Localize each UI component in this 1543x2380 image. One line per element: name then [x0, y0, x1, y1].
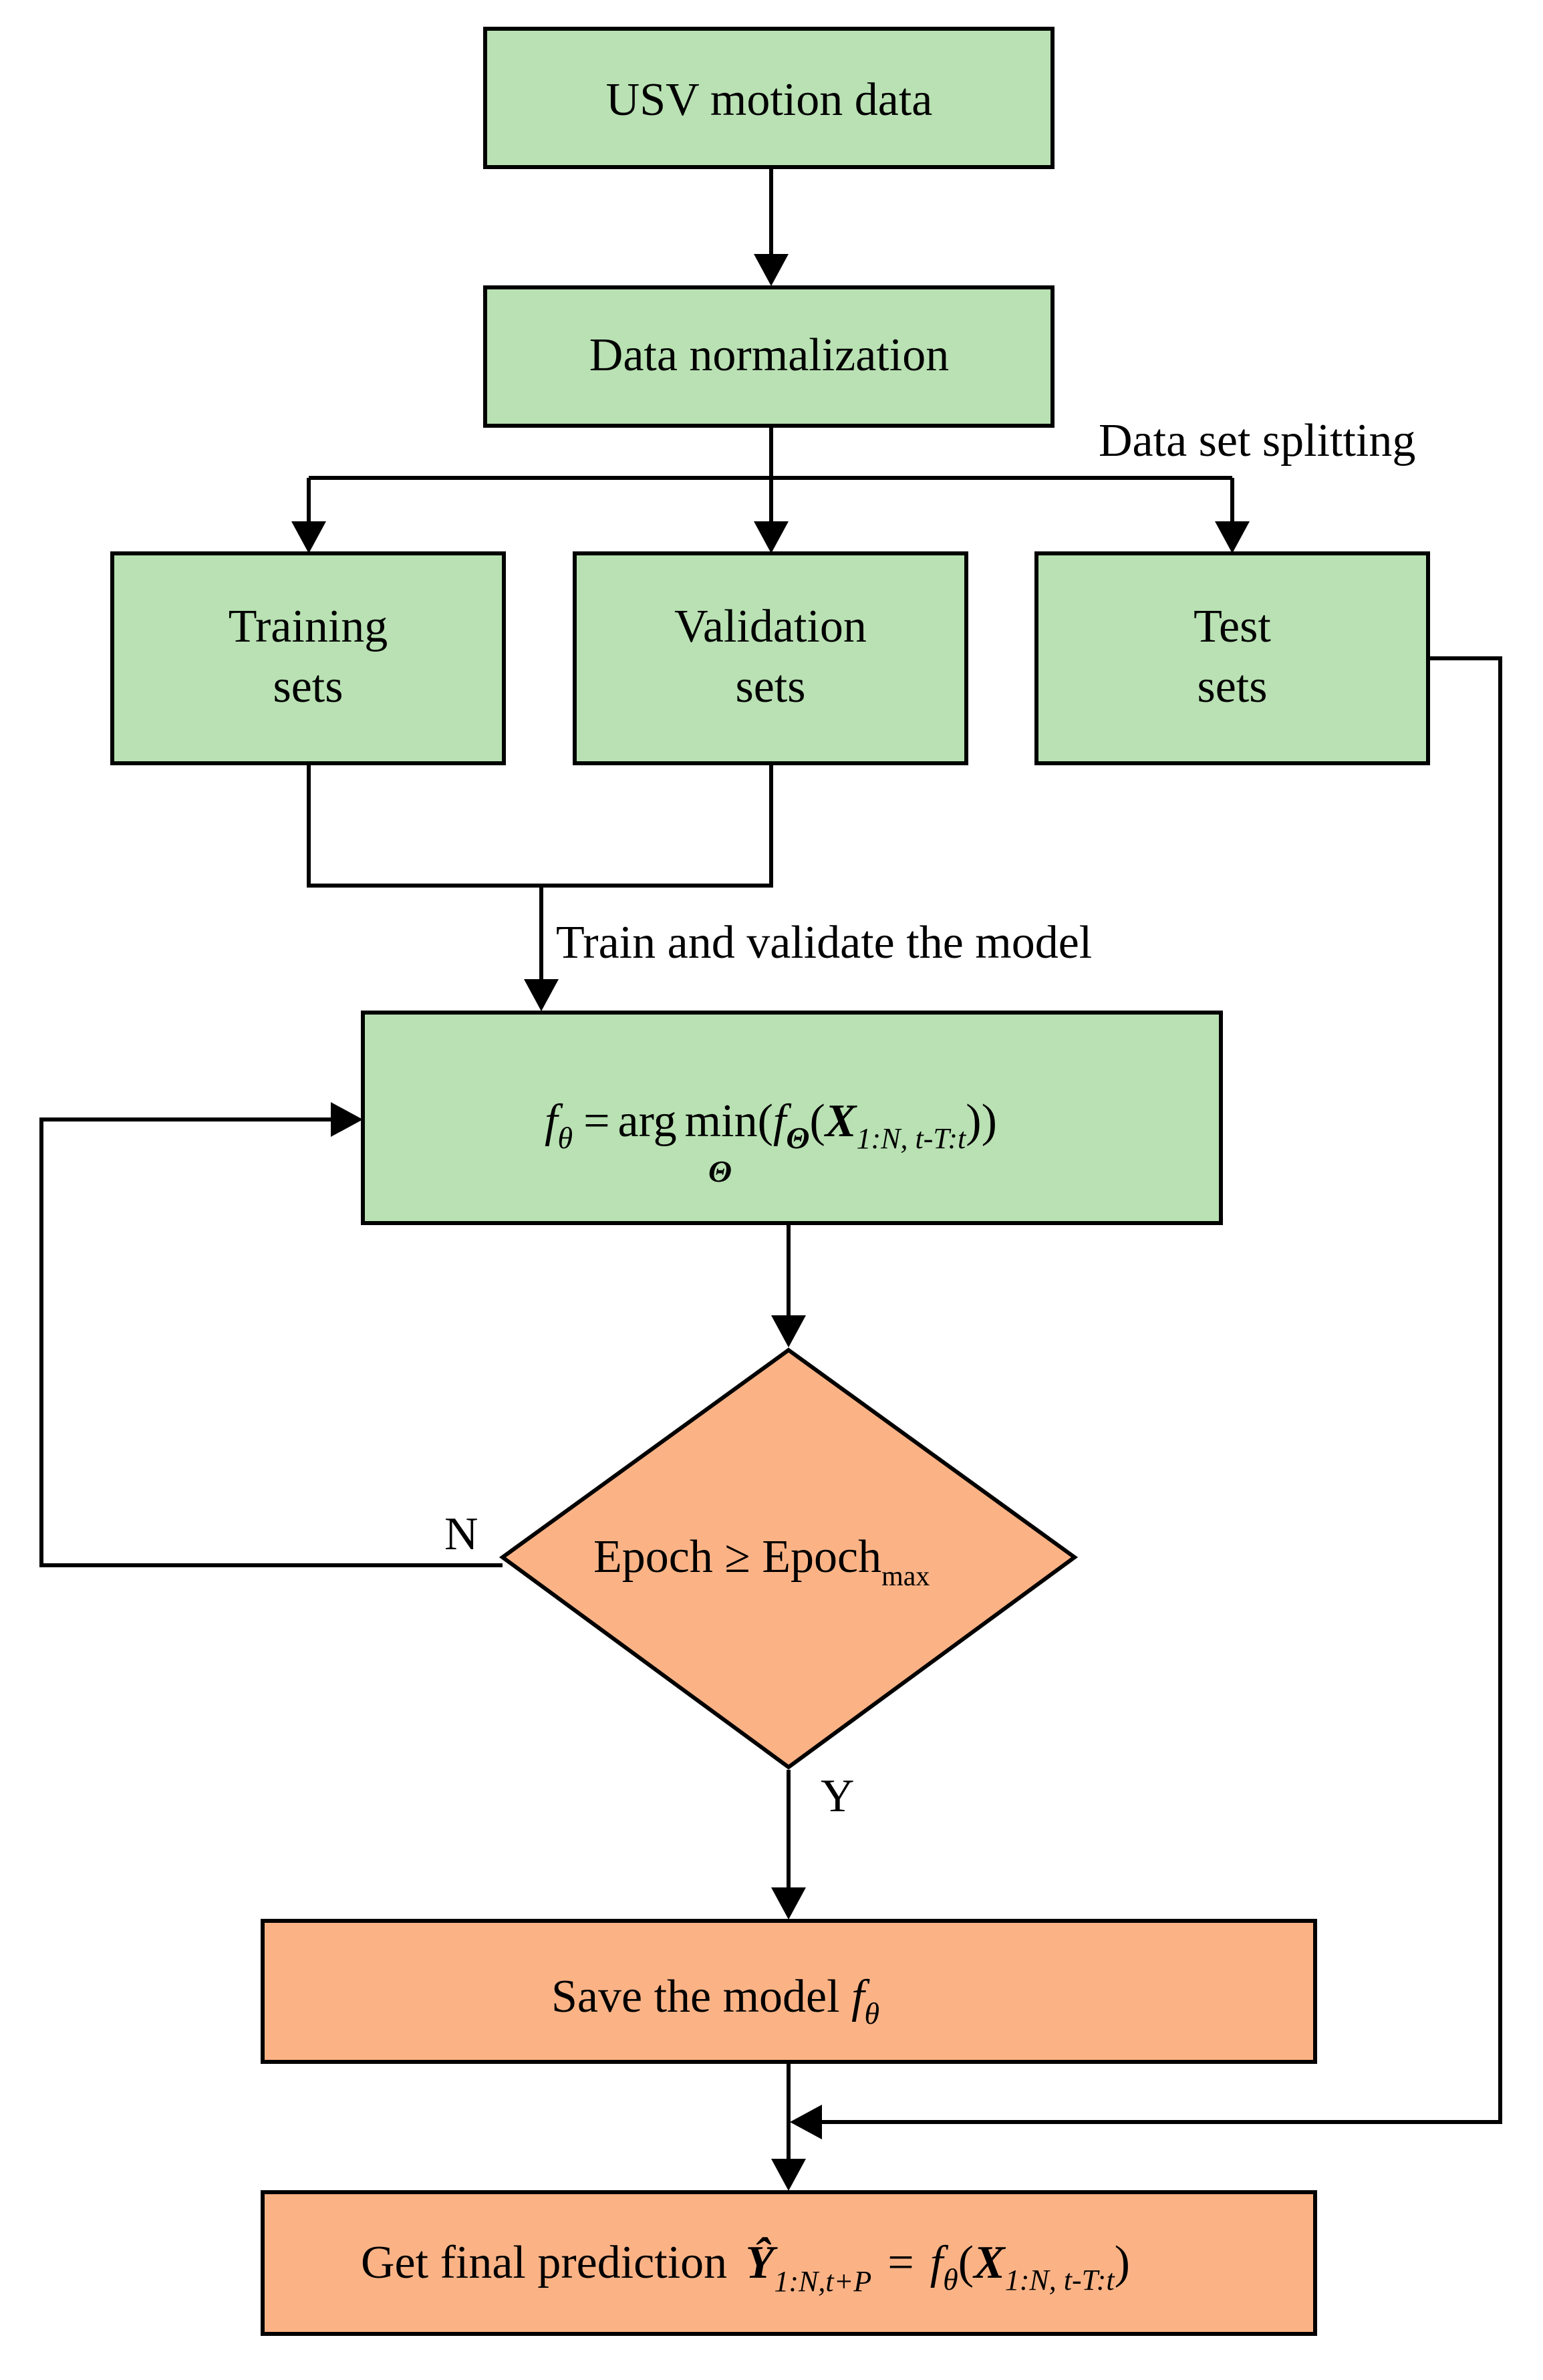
svg-text:USV motion data: USV motion data [606, 74, 933, 126]
svg-text:Test: Test [1194, 601, 1271, 652]
arrowhead-validation [754, 521, 789, 553]
train-validate-label: Train and validate the model [556, 917, 1092, 968]
yes-branch-label: Y [821, 1770, 855, 1822]
no-branch-label: N [444, 1508, 478, 1560]
arrowhead-norm [754, 254, 789, 286]
connector-test-to-final [819, 656, 1502, 2124]
test-sets-box: Test sets [1034, 551, 1430, 765]
epoch-decision-diamond: Epoch ≥ Epochmax [499, 1347, 1079, 1770]
save-model-box: Save the model fθ [261, 1919, 1317, 2064]
arrowhead-training [291, 521, 326, 553]
arrowhead-test [1215, 521, 1250, 553]
svg-text:sets: sets [736, 661, 806, 712]
final-prediction-equation: Get final prediction Ŷ1:N,t+P=fθ(X1:N, t… [361, 2237, 1130, 2298]
svg-text:sets: sets [273, 661, 343, 712]
validation-sets-box: Validation sets [573, 551, 968, 765]
svg-text:Θ: Θ [708, 1154, 732, 1188]
connector-train-valid-merge [307, 763, 773, 888]
svg-text:Validation: Validation [674, 601, 867, 652]
data-normalization-box: Data normalization [483, 285, 1055, 428]
epoch-condition: Epoch ≥ Epochmax [593, 1531, 930, 1592]
svg-text:Training: Training [229, 601, 388, 652]
svg-text:sets: sets [1198, 661, 1268, 712]
connector-loop-back [39, 1117, 503, 1567]
save-model-label: Save the model fθ [551, 1971, 879, 2030]
data-set-splitting-label: Data set splitting [1099, 415, 1415, 467]
arrowhead-loop [331, 1102, 363, 1137]
arrowhead-decision [771, 1315, 806, 1347]
arrowhead-test-merge [790, 2105, 822, 2139]
arrowhead-final [771, 2159, 806, 2191]
usv-motion-data-box: USV motion data [483, 27, 1055, 169]
training-sets-box: Training sets [110, 551, 506, 765]
svg-text:Data normalization: Data normalization [589, 329, 949, 381]
arrowhead-optimize [524, 979, 559, 1011]
final-prediction-box: Get final prediction Ŷ1:N,t+P=fθ(X1:N, t… [261, 2190, 1317, 2336]
arrowhead-save [771, 1887, 806, 1920]
